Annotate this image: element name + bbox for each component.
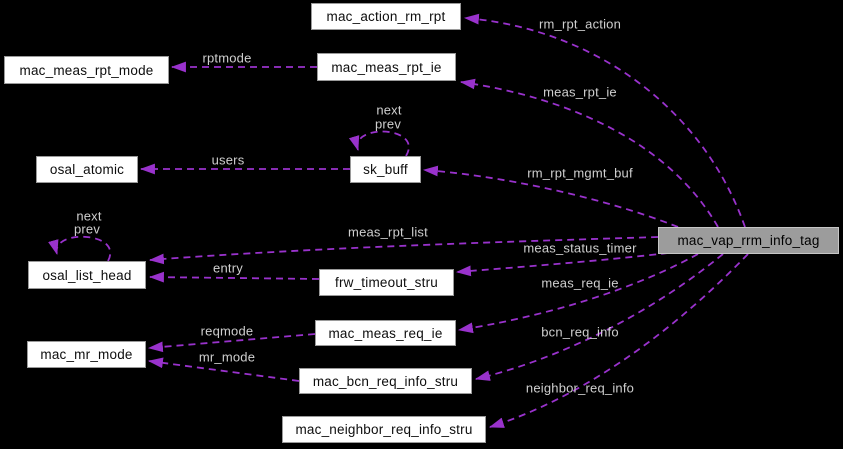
node-mac-vap-rrm-info-tag[interactable]: mac_vap_rrm_info_tag: [658, 227, 839, 254]
node-frw-timeout-stru[interactable]: frw_timeout_stru: [319, 269, 454, 296]
edge-rm-rpt-action: [463, 13, 746, 228]
edge-label-reqmode: reqmode: [200, 323, 254, 339]
edge-label-meas-rpt-ie: meas_rpt_ie: [543, 84, 617, 100]
edge-neighbor-req-info: [488, 253, 749, 428]
edge-label-listhead-next: next: [76, 208, 102, 224]
node-osal-atomic[interactable]: osal_atomic: [36, 156, 138, 183]
edge-label-skbuff-next: next: [376, 102, 402, 118]
edge-label-mr-mode: mr_mode: [198, 349, 256, 365]
edge-label-users: users: [211, 152, 245, 168]
edge-label-skbuff-prev: prev: [374, 116, 402, 132]
edge-label-rptmode: rptmode: [202, 50, 252, 66]
node-mac-bcn-req-info-stru[interactable]: mac_bcn_req_info_stru: [299, 368, 472, 394]
edge-label-meas-rpt-list: meas_rpt_list: [348, 224, 428, 240]
node-mac-neighbor-req-info-stru[interactable]: mac_neighbor_req_info_stru: [282, 416, 486, 443]
edge-label-meas-status-timer: meas_status_timer: [523, 240, 637, 256]
edge-listhead-self-loop: [48, 235, 112, 262]
edge-rm-rpt-mgmt-buf: [422, 165, 679, 228]
node-mac-action-rm-rpt[interactable]: mac_action_rm_rpt: [311, 3, 461, 30]
edge-label-entry: entry: [213, 260, 243, 276]
edge-label-rm-rpt-mgmt-buf: rm_rpt_mgmt_buf: [527, 165, 633, 181]
edge-bcn-req-info: [474, 253, 724, 381]
edge-label-meas-req-ie: meas_req_ie: [541, 275, 619, 291]
edge-label-neighbor-req-info: neighbor_req_info: [525, 380, 635, 396]
node-mac-meas-req-ie[interactable]: mac_meas_req_ie: [315, 320, 456, 346]
edge-mr-mode: [147, 357, 300, 382]
edge-reqmode: [147, 333, 316, 353]
edge-entry: [148, 271, 320, 283]
node-osal-list-head[interactable]: osal_list_head: [28, 261, 146, 289]
edge-label-listhead-prev: prev: [73, 221, 101, 237]
edge-meas-status-timer: [455, 252, 669, 277]
edge-label-rm-rpt-action: rm_rpt_action: [538, 16, 622, 32]
edge-meas-rpt-list: [148, 236, 659, 265]
node-sk-buff[interactable]: sk_buff: [350, 156, 421, 183]
node-mac-mr-mode[interactable]: mac_mr_mode: [27, 341, 146, 368]
edge-meas-rpt-ie: [459, 78, 719, 228]
node-mac-meas-rpt-mode[interactable]: mac_meas_rpt_mode: [4, 56, 169, 84]
edge-meas-req-ie: [457, 253, 699, 334]
edge-label-bcn-req-info: bcn_req_info: [541, 324, 619, 340]
node-mac-meas-rpt-ie[interactable]: mac_meas_rpt_ie: [317, 53, 456, 81]
edge-skbuff-self-loop: [348, 130, 410, 157]
